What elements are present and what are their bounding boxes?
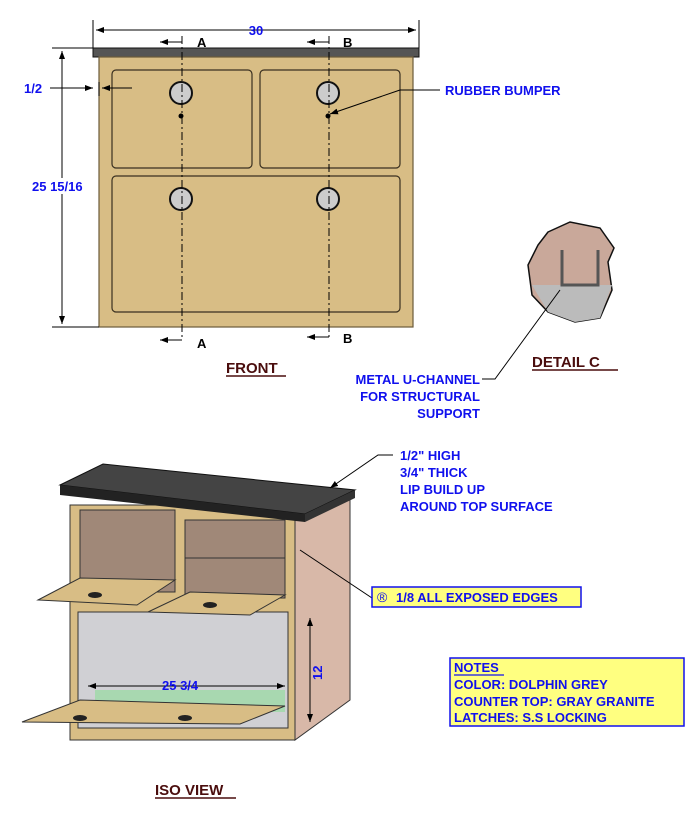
drawer-bottom xyxy=(111,175,401,313)
detail-c-title: DETAIL C xyxy=(532,354,600,371)
lip-note-line-4: AROUND TOP SURFACE xyxy=(400,499,553,514)
callout-line-3: SUPPORT xyxy=(417,406,480,421)
callout-line-2: FOR STRUCTURAL xyxy=(360,389,480,404)
section-b-label-top: B xyxy=(343,35,352,50)
iso-view-title: ISO VIEW xyxy=(155,782,224,799)
lip-note-line-1: 1/2" HIGH xyxy=(400,448,460,463)
edge-note-box xyxy=(371,586,582,608)
lip-dimension: 1/2 xyxy=(24,81,42,96)
latch-icons xyxy=(169,81,340,211)
notes-title: NOTES xyxy=(454,660,499,675)
callout-line-1: METAL U-CHANNEL xyxy=(356,372,481,387)
section-b-label-bottom: B xyxy=(343,331,352,346)
latch-icons-iso xyxy=(73,592,217,721)
inner-width-dimension: 25 3/4 xyxy=(162,678,199,693)
detail-c: DETAIL C METAL U-CHANNEL FOR STRUCTURAL … xyxy=(356,221,618,421)
front-view-title: FRONT xyxy=(226,360,278,377)
countertop xyxy=(92,47,420,58)
note-latches: LATCHES: S.S LOCKING xyxy=(454,710,607,725)
edge-note: 1/8 ALL EXPOSED EDGES xyxy=(396,590,558,605)
note-counter-top: COUNTER TOP: GRAY GRANITE xyxy=(454,694,655,709)
section-a-label-bottom: A xyxy=(197,336,207,351)
section-a-label-top: A xyxy=(197,35,207,50)
width-dimension: 30 xyxy=(249,23,263,38)
rubber-bumper-label: RUBBER BUMPER xyxy=(445,83,561,98)
lip-note-line-3: LIP BUILD UP xyxy=(400,482,485,497)
notes-box: NOTES COLOR: DOLPHIN GREY COUNTER TOP: G… xyxy=(449,657,685,727)
inner-height-dimension: 12 xyxy=(310,666,325,680)
front-view: A B A B 30 25 15/16 1/2 RUBBER BUMPER FR… xyxy=(24,20,561,377)
height-dimension: 25 15/16 xyxy=(32,179,83,194)
drawer-top-right xyxy=(259,69,401,169)
note-color: COLOR: DOLPHIN GREY xyxy=(454,677,608,692)
lip-note-line-2: 3/4" THICK xyxy=(400,465,468,480)
iso-view: 25 3/4 12 1/2" HIGH 3/4" THICK LIP BUILD… xyxy=(21,448,582,799)
edge-radius-symbol: ® xyxy=(377,589,388,605)
